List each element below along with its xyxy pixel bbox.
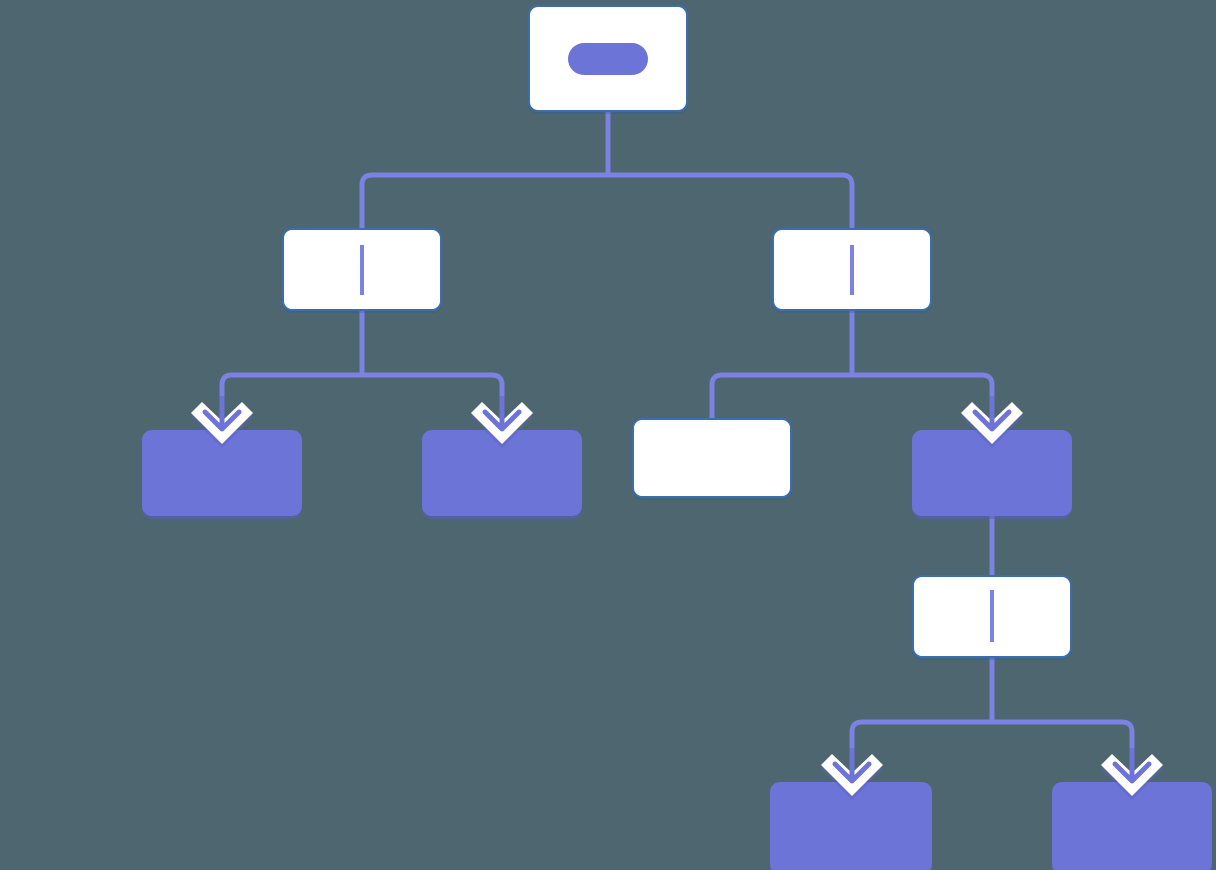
tree-node-n4[interactable] [422,430,582,516]
tree-node-n1[interactable] [282,228,442,311]
tree-node-n7[interactable] [912,575,1072,658]
tree-node-n6[interactable] [912,430,1072,516]
node-label-pill [568,43,648,75]
tree-node-n8[interactable] [770,782,932,870]
tree-node-n2[interactable] [772,228,932,311]
tree-node-n3[interactable] [142,430,302,516]
tree-node-n9[interactable] [1052,782,1212,870]
tree-node-n5[interactable] [632,418,792,498]
